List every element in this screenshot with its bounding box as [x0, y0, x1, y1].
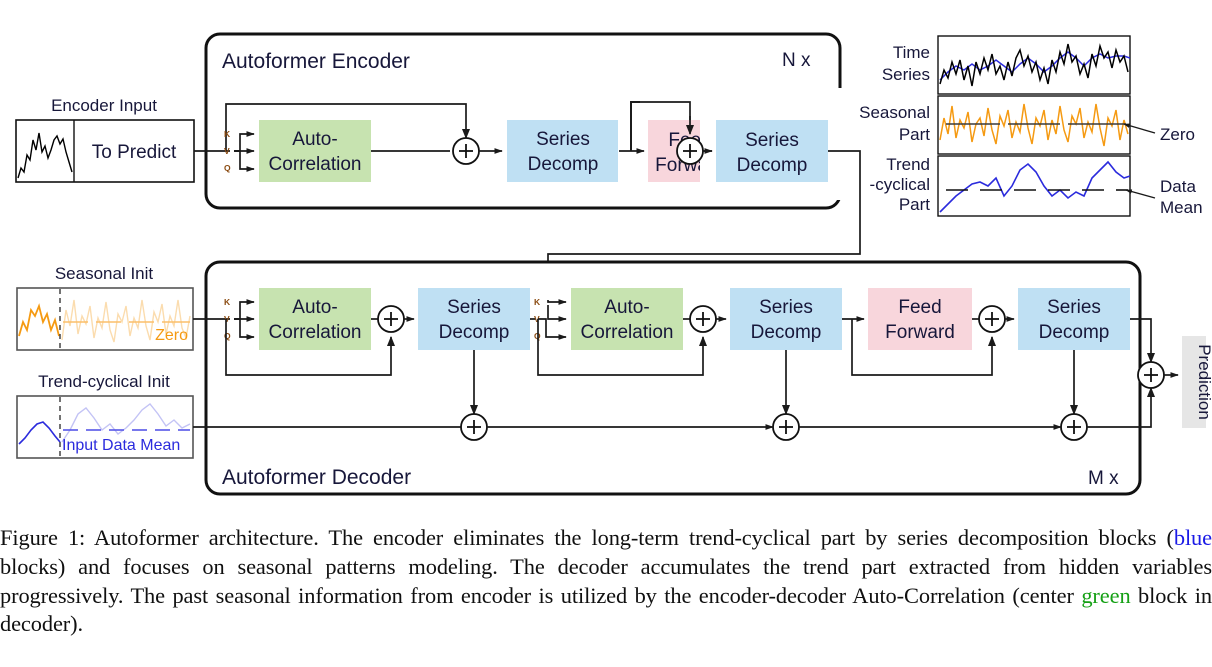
decoder-q-label-1: Q — [224, 331, 231, 341]
encoder-title: Autoformer Encoder — [222, 50, 410, 73]
dec-ac2-line2: Correlation — [581, 322, 674, 343]
decoder-repeat-label: M x — [1088, 468, 1119, 489]
caption-part-3: block in decoder). — [0, 582, 1212, 637]
decoder-title: Autoformer Decoder — [222, 466, 411, 489]
legend-tp-line2: -cyclical — [870, 175, 930, 194]
caption-part-1: Autoformer architecture. The encoder eli… — [94, 525, 1174, 550]
encoder-add2 — [676, 137, 704, 165]
prediction-label: Prediction — [1195, 344, 1212, 420]
decoder-add-2 — [689, 305, 717, 333]
seasonal-init: Seasonal Init Zero — [16, 264, 230, 351]
legend-sp-line1: Seasonal — [859, 103, 930, 122]
encoder-sd2-line1: Series — [745, 130, 799, 151]
enc-autocorrelation-line2: Correlation — [269, 154, 362, 175]
dec-sd1-line2: Decomp — [439, 322, 510, 343]
legend-tp-line1: Trend — [886, 155, 930, 174]
enc-autocorrelation-block: Auto- Correlation — [259, 120, 371, 182]
figure-caption: Figure 1: Autoformer architecture. The e… — [0, 524, 1212, 639]
decoder-v-label-1: V — [224, 314, 230, 324]
decoder-series-decomp-3: Series Decomp — [1018, 288, 1130, 350]
encoder-q-label: Q — [224, 163, 231, 173]
dec-sd2-line1: Series — [759, 297, 813, 318]
decoder-v-label-2: V — [534, 314, 540, 324]
encoder-sd2-line2: Decomp — [737, 155, 808, 176]
encoder-input-label: Encoder Input — [51, 96, 157, 115]
encoder-series-decomp-second: Series Decomp — [716, 120, 828, 182]
dec-ff-line2: Forward — [885, 322, 955, 343]
trend-cyclical-init: Trend-cyclical Init Input Data Mean — [16, 372, 471, 459]
decoder-series-decomp-2: Series Decomp — [730, 288, 842, 350]
dec-ac2-line1: Auto- — [604, 297, 649, 318]
decoder-series-decomp-1: Series Decomp — [418, 288, 530, 350]
encoder-input-to-predict-label: To Predict — [92, 142, 177, 163]
decoder-trend-add-3 — [1060, 413, 1088, 441]
autoformer-architecture-diagram: Autoformer Encoder N x Encoder Input To … — [15, 32, 1212, 496]
decoder-flow: K V Q Auto- Correlation Series — [224, 288, 1212, 441]
decoder-k-label-1: K — [224, 297, 231, 307]
dec-ff-line1: Feed — [898, 297, 941, 318]
enc-add-1 — [452, 137, 480, 165]
encoder-input-sparkline — [17, 132, 73, 179]
encoder-repeat-label: N x — [782, 50, 811, 71]
enc-series-decomp-1-block: Series Decomp — [507, 120, 619, 182]
encoder-input: Encoder Input To Predict — [15, 96, 230, 183]
legend-mean-annotation: Mean — [1160, 198, 1203, 217]
decoder-trend-add-2 — [772, 413, 800, 441]
encoder-v-label: V — [224, 146, 230, 156]
legend-ts-line2: Series — [882, 65, 930, 84]
dec-sd3-line2: Decomp — [1039, 322, 1110, 343]
decoder-feed-forward: Feed Forward — [868, 288, 972, 350]
enc-sd1-line2: Decomp — [528, 154, 599, 175]
decoder-final-add — [1137, 361, 1165, 389]
enc-autocorrelation-line1: Auto- — [292, 129, 337, 150]
caption-prefix: Figure 1: — [0, 525, 94, 550]
legend-ts-line1: Time — [893, 43, 930, 62]
decoder-autocorrelation-1: Auto- Correlation — [259, 288, 371, 350]
dec-sd2-line2: Decomp — [751, 322, 822, 343]
decoder-k-label-2: K — [534, 297, 541, 307]
seasonal-init-zero-label: Zero — [155, 327, 188, 344]
legend-data-annotation: Data — [1160, 177, 1196, 196]
dec-ac1-line2: Correlation — [269, 322, 362, 343]
dec-sd1-line1: Series — [447, 297, 501, 318]
decoder-add-3 — [978, 305, 1006, 333]
caption-green-word: green — [1081, 582, 1131, 608]
decoder-add-1 — [377, 305, 405, 333]
legend-time-series: Time Series — [882, 35, 1131, 95]
prediction-output: Prediction — [1182, 336, 1212, 428]
dec-ac1-line1: Auto- — [292, 297, 337, 318]
legend-zero-annotation: Zero — [1160, 125, 1195, 144]
encoder-k-label: K — [224, 129, 231, 139]
caption-blue-word: blue — [1173, 525, 1212, 550]
dec-sd3-line1: Series — [1047, 297, 1101, 318]
legend-trend-part: Trend -cyclical Part Data Mean — [870, 155, 1203, 217]
legend-seasonal-part: Seasonal Part Zero — [859, 95, 1195, 155]
seasonal-init-label: Seasonal Init — [55, 264, 154, 283]
decoder-autocorrelation-2: Auto- Correlation — [571, 288, 683, 350]
enc-sd1-line1: Series — [536, 129, 590, 150]
legend-sp-line2: Part — [899, 125, 930, 144]
caption-part-2: blocks) and focuses on seasonal patterns… — [0, 553, 1212, 608]
decoder-trend-add-1 — [460, 413, 488, 441]
legend-tp-line3: Part — [899, 195, 930, 214]
legend-panels: Time Series Seasonal Part — [859, 35, 1203, 217]
encoder-residual-skip-2 — [630, 101, 695, 151]
trend-init-mean-label: Input Data Mean — [62, 437, 180, 454]
trend-init-label: Trend-cyclical Init — [38, 372, 170, 391]
